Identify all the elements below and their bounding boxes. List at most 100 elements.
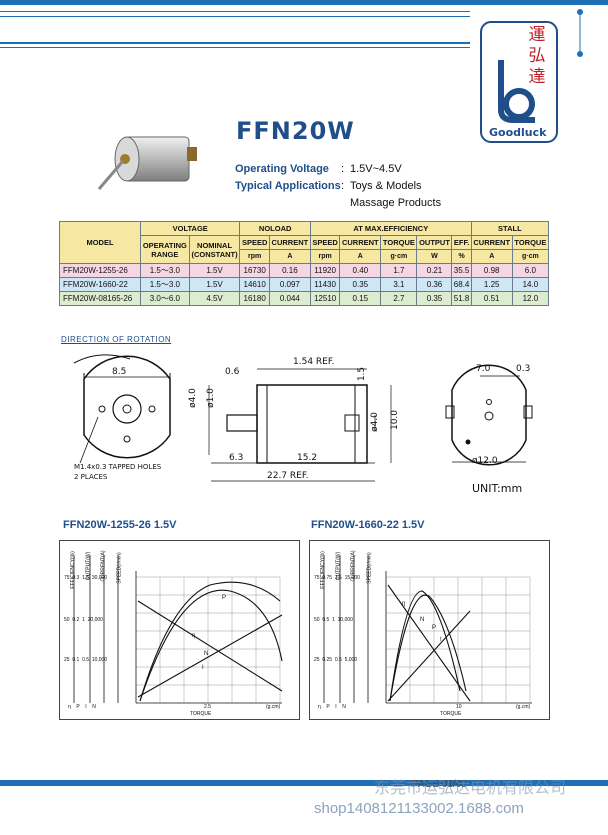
th-maxeff: AT MAX.EFFICIENCY (309, 221, 472, 236)
th-noload: NOLOAD (239, 221, 311, 236)
x-axis-label: TORQUE (190, 711, 212, 717)
performance-chart-1: EFFICIENCY(%) OUTPUT(W) CURRENT(A) SPEED… (59, 540, 300, 720)
unit-w: W (416, 249, 453, 264)
header-rule-3 (0, 42, 470, 44)
curve-label: N (204, 651, 209, 657)
svg-text:弘: 弘 (529, 46, 546, 66)
dim-15-2: 15.2 (297, 453, 318, 463)
x-unit: (g.cm) (266, 704, 281, 710)
product-title: FFN20W (236, 117, 355, 145)
unit-gcm: g·cm (380, 249, 418, 264)
applications-colon: : (341, 180, 345, 192)
performance-chart-2: EFFICIENCY(%) OUTPUT(W) CURRENT(A) SPEED… (309, 540, 550, 720)
dim-dia-4-0: ø4.0 (187, 388, 198, 408)
scale-mid: 50 0.2 1 20,000 (64, 617, 103, 623)
th-nl-speed: SPEED (239, 235, 270, 250)
x-tick: 10 (456, 704, 462, 710)
th-nominal: NOMINAL(CONSTANT) (188, 235, 241, 264)
watermark: shop1408121133002.1688.com (314, 800, 524, 817)
dim-1-54-ref: 1.54 REF. (293, 357, 335, 367)
th-st-current: CURRENT (470, 235, 513, 250)
operating-voltage-colon: : (341, 163, 345, 175)
x-unit: (g.cm) (516, 704, 531, 710)
side-view-drawing: 0.6 1.54 REF. 1.5 ø4.0 ø1.0 ø4.0 10.0 6.… (188, 355, 415, 490)
dim-0-3: 0.3 (516, 364, 531, 374)
y-axis-label-speed: SPEED(r/min) (366, 552, 373, 584)
curve-label: N (420, 617, 425, 623)
th-me-eff: EFF. (451, 235, 472, 250)
th-me-speed: SPEED (309, 235, 341, 250)
th-nl-current: CURRENT (268, 235, 311, 250)
unit-a: A (339, 249, 382, 264)
th-me-output: OUTPUT (416, 235, 453, 250)
th-st-torque: TORQUE (511, 235, 550, 250)
company-name: 东莞市运弘达电机有限公司 (374, 780, 567, 797)
front-view-drawing: 8.5 M1.4x0.3 TAPPED HOLES 2 PLACES (70, 345, 200, 485)
header-dots (576, 8, 584, 58)
motor-photo (95, 125, 205, 205)
bottom-symbols: η P I N (68, 704, 96, 710)
chart-title-1: FFN20W-1255-26 1.5V (63, 519, 177, 531)
th-voltage: VOLTAGE (139, 221, 241, 236)
unit-rpm: rpm (309, 249, 341, 264)
bottom-symbols: η P I N (318, 704, 346, 710)
scale-low: 25 0.25 0.5 5,000 (314, 657, 358, 663)
tapped-holes-note-1: M1.4x0.3 TAPPED HOLES (74, 463, 162, 471)
unit-label: UNIT:mm (472, 482, 523, 495)
dim-22-7-ref: 22.7 REF. (267, 471, 309, 481)
applications-label: Typical Applications (235, 180, 341, 192)
curve-label: P (222, 595, 227, 601)
th-stall: STALL (470, 221, 550, 236)
scale-top: 75 0.75 1.5 15,000 (314, 575, 360, 581)
th-me-current: CURRENT (339, 235, 382, 250)
y-axis-label-speed: SPEED(r/min) (116, 552, 123, 584)
footer-band (0, 780, 608, 786)
dim-7-0: 7.0 (476, 364, 491, 374)
curve-label: I (440, 637, 442, 643)
th-model: MODEL (59, 221, 141, 264)
logo-text: Goodluck (489, 126, 547, 139)
dim-6-3: 6.3 (229, 453, 244, 463)
dim-10-0: 10.0 (390, 409, 401, 431)
y-axis-label-eff: EFFICIENCY(%) (319, 551, 326, 589)
svg-text:運: 運 (529, 25, 546, 45)
y-axis-label-eff: EFFICIENCY(%) (69, 551, 76, 589)
dim-1-5: 1.5 (357, 366, 368, 382)
header-rule-1 (0, 11, 470, 12)
header-rule-2 (0, 16, 470, 17)
direction-of-rotation: DIRECTION OF ROTATION (61, 335, 172, 344)
scale-top: 75 0.3 1.5 30,000 (64, 575, 108, 581)
scale-low: 25 0.1 0.5 10,000 (64, 657, 108, 663)
dim-0-6: 0.6 (225, 367, 240, 377)
applications-value-1: Toys & Models (350, 180, 422, 192)
x-axis-label: TORQUE (440, 711, 462, 717)
unit-pct: % (451, 249, 472, 264)
dim-dia-1-0: ø1.0 (205, 388, 216, 408)
chart-title-2: FFN20W-1660-22 1.5V (311, 519, 425, 531)
x-tick: 2.5 (204, 704, 211, 710)
rear-view-drawing: 7.0 0.3 ø12.0 (440, 362, 540, 477)
operating-voltage-value: 1.5V~4.5V (350, 163, 402, 175)
th-me-torque: TORQUE (380, 235, 418, 250)
operating-voltage-label: Operating Voltage (235, 163, 329, 175)
header-band (0, 0, 608, 5)
spec-table: MODEL VOLTAGE NOLOAD AT MAX.EFFICIENCY S… (59, 221, 550, 306)
curve-label: I (202, 665, 204, 671)
curve-label: η (402, 601, 406, 607)
unit-a: A (470, 249, 513, 264)
page-number: PAGE 01/02 (412, 779, 467, 790)
curve-label: P (432, 625, 437, 631)
applications-value-2: Massage Products (350, 197, 442, 209)
scale-mid: 50 0.5 1 10,000 (314, 617, 353, 623)
unit-gcm: g·cm (511, 249, 550, 264)
dim-8-5: 8.5 (112, 367, 127, 377)
company-logo: 運 弘 達 Goodluck (479, 20, 559, 144)
tapped-holes-note-2: 2 PLACES (74, 473, 108, 481)
header-rule-4 (0, 47, 470, 48)
unit-rpm: rpm (239, 249, 270, 264)
curve-label: η (192, 633, 196, 639)
